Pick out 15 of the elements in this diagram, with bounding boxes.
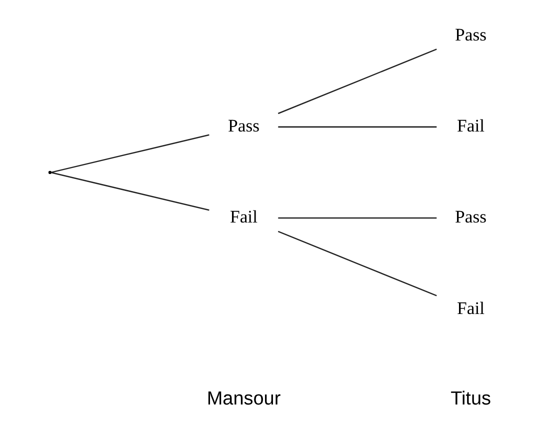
connector — [277, 48, 436, 114]
connector — [278, 217, 436, 219]
connector — [50, 134, 209, 174]
node-text: Pass — [454, 206, 486, 227]
node-text: Fail — [229, 206, 258, 227]
connector — [50, 172, 209, 211]
connector — [278, 126, 436, 128]
connector — [277, 230, 436, 296]
node-point — [48, 170, 52, 174]
node-text: Pass — [454, 24, 486, 45]
node-text: Pass — [228, 116, 259, 136]
label: Mansour — [206, 388, 280, 410]
node-text: Fail — [456, 298, 484, 318]
node-text: Fail — [456, 116, 484, 136]
label: Titus — [450, 388, 490, 410]
